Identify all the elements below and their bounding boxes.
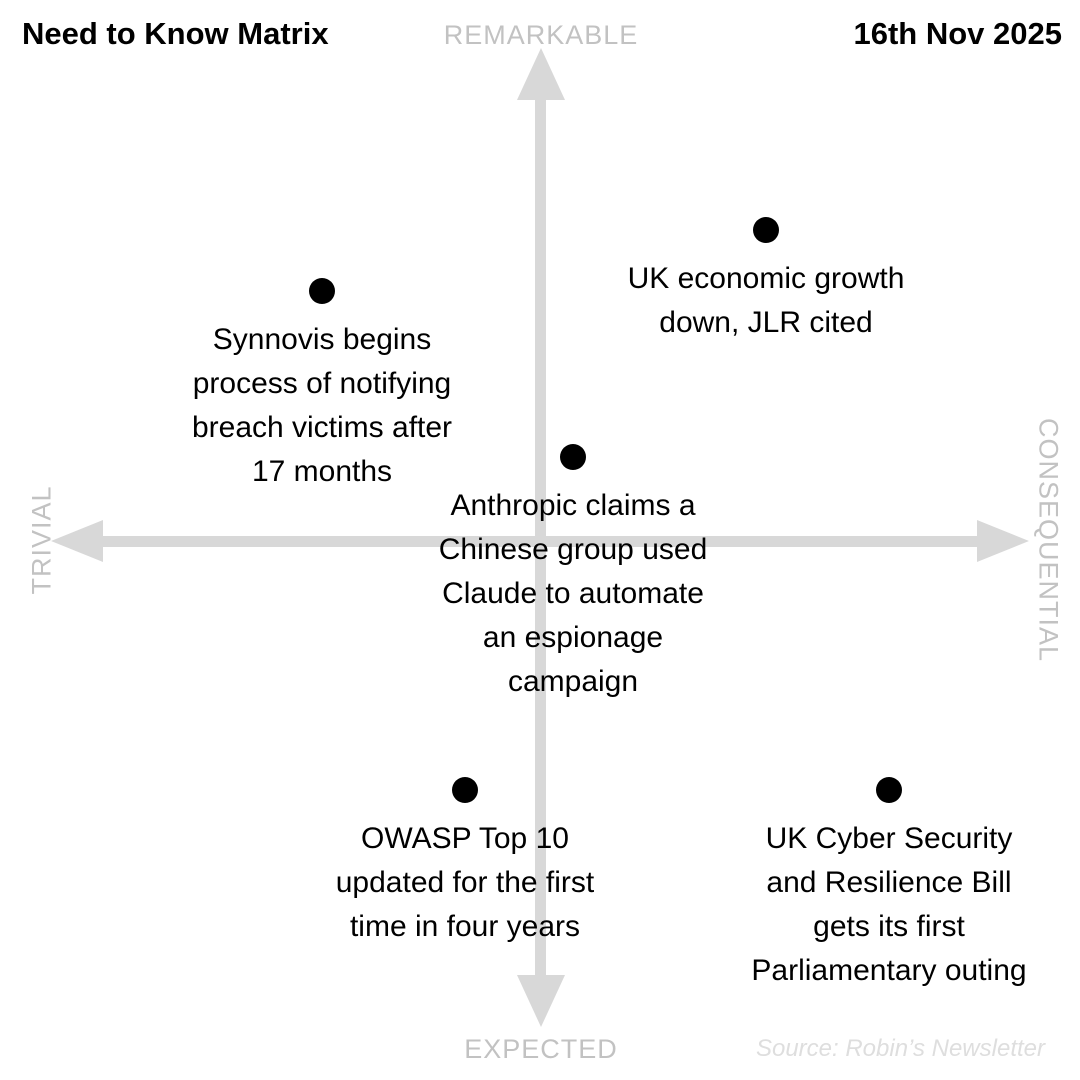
- data-point-label-line: Anthropic claims a: [450, 489, 696, 522]
- data-point: [452, 777, 478, 803]
- axis-arrow-left-icon: [51, 520, 103, 562]
- data-point-label-line: process of notifying: [192, 367, 452, 400]
- date-label: 16th Nov 2025: [853, 16, 1063, 51]
- data-point: [560, 444, 586, 470]
- data-point-label-line: an espionage: [482, 621, 664, 654]
- data-point-label-line: OWASP Top 10: [361, 822, 569, 855]
- data-point-label-line: Claude to automate: [442, 577, 704, 610]
- data-point: [309, 278, 335, 304]
- data-point-label: UK Cyber Security and Resilience Bill gets…: [751, 817, 1026, 993]
- axis-label-remarkable: REMARKABLE: [443, 20, 639, 50]
- source-credit: Source: Robin’s Newsletter: [755, 1035, 1045, 1062]
- data-point-label-line: gets its first: [813, 910, 965, 943]
- data-point-label-line: down, JLR cited: [659, 306, 873, 339]
- data-point-label-line: Synnovis begins: [212, 323, 432, 356]
- axis-label-expected: EXPECTED: [464, 1034, 618, 1064]
- data-point-label-line: campaign: [507, 665, 639, 698]
- data-point-label: Synnovis begins process of notifying breac…: [192, 318, 452, 494]
- data-point: [753, 217, 779, 243]
- data-point-label-line: updated for the first: [335, 866, 595, 899]
- axis-arrow-right-icon: [977, 520, 1029, 562]
- data-point-label-line: time in four years: [349, 910, 581, 943]
- data-point-label-line: Chinese group used: [438, 533, 708, 566]
- data-point-label-line: UK Cyber Security: [765, 822, 1013, 855]
- data-point-label: UK economic growth down, JLR cited: [628, 257, 905, 345]
- data-point: [876, 777, 902, 803]
- axis-arrow-up-icon: [517, 48, 565, 100]
- data-point-label: OWASP Top 10 updated for the first time in…: [336, 817, 595, 949]
- axis-arrow-down-icon: [517, 975, 565, 1027]
- axis-label-consequential: CONSEQUENTIAL: [1033, 417, 1064, 663]
- page-title: Need to Know Matrix: [22, 16, 329, 51]
- data-point-label-line: UK economic growth: [627, 262, 905, 295]
- axis-label-trivial: TRIVIAL: [26, 485, 57, 595]
- data-point-label-line: Parliamentary outing: [751, 954, 1027, 987]
- data-point-label-line: 17 months: [251, 455, 393, 488]
- horizontal-axis-line: [100, 536, 980, 547]
- data-point-label-line: and Resilience Bill: [766, 866, 1012, 899]
- data-point-label-line: breach victims after: [191, 411, 453, 444]
